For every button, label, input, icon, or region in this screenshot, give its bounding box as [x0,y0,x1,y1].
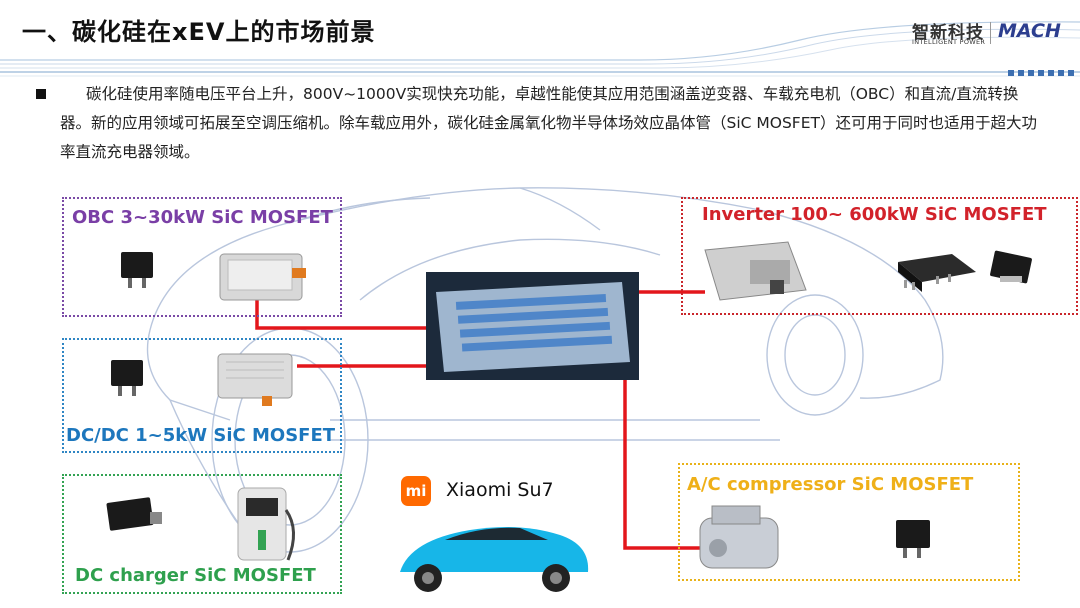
intro-paragraph: 碳化硅使用率随电压平台上升，800V~1000V实现快充功能，卓越性能使其应用范… [60,80,1045,167]
dcdc-module-image [217,353,293,406]
ac-compressor-application-box [678,463,1020,581]
obc-sic-chip-icon [121,252,153,288]
inverter-application-box [681,197,1078,315]
company-logo-en: INTELLIGENT POWER [912,38,986,46]
ac-compressor-image [699,505,779,569]
ac-compressor-label: A/C compressor SiC MOSFET [687,474,974,495]
dcdc-label: DC/DC 1~5kW SiC MOSFET [66,425,336,446]
vehicle-name: Xiaomi Su7 [446,479,554,501]
xiaomi-logo-icon: mi [401,476,431,506]
dc-charger-label: DC charger SiC MOSFET [75,565,316,586]
page-title: 一、碳化硅在xEV上的市场前景 [22,18,376,46]
dc-charger-application-box [62,474,342,594]
inverter-label: Inverter 100~ 600kW SiC MOSFET [702,204,1047,225]
battery-pack-image [426,272,639,380]
inverter-module-image [704,241,807,301]
inverter-power-module-icon [898,254,976,292]
header-wave-band [0,21,1080,77]
dc-charger-station-image [237,487,295,561]
logo-divider [990,22,991,44]
obc-label: OBC 3~30kW SiC MOSFET [72,207,333,228]
obc-module-image [219,253,306,301]
dcdc-sic-chip-icon [111,360,143,396]
company-logo-cn: 智新科技 [912,23,984,43]
obc-application-box [62,197,342,317]
intro-paragraph-text: 碳化硅使用率随电压平台上升，800V~1000V实现快充功能，卓越性能使其应用范… [60,85,1037,161]
inverter-sic-chip-icon [990,250,1032,284]
dc-charger-chip-icon [106,497,162,531]
bullet-square-icon [36,89,46,99]
xiaomi-su7-car-image [400,526,589,592]
ac-sic-chip-icon [896,520,930,558]
brand-logo-mach: MACH [998,20,1061,42]
dcdc-application-box [62,338,342,453]
